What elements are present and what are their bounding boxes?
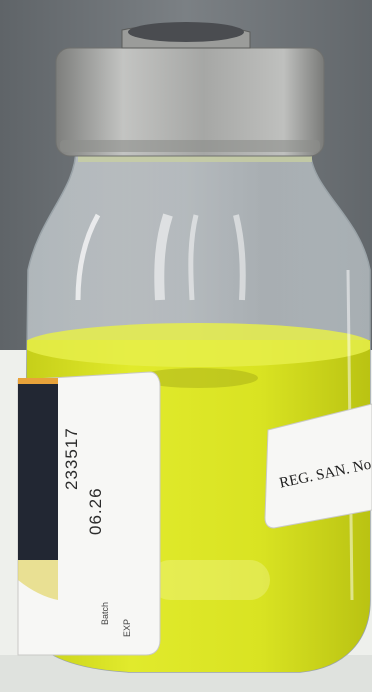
label-yellow-accent — [18, 560, 58, 600]
right-label-paper — [264, 403, 372, 529]
glass-highlight-left — [75, 213, 101, 301]
batch-number-text: 233517 — [62, 427, 81, 490]
batch-label-text: Batch — [100, 601, 110, 625]
liquid-shine — [150, 560, 270, 600]
liquid-meniscus-dark — [138, 368, 258, 388]
cap-body — [55, 47, 325, 157]
glass-highlight-right — [233, 214, 246, 301]
label-orange-stripe — [18, 378, 58, 384]
exp-date-text: 06.26 — [86, 487, 105, 535]
cap-rim — [60, 140, 320, 152]
glass-highlight-center — [154, 213, 173, 301]
glass-highlight-center2 — [188, 214, 199, 301]
exp-label-text: EXP — [122, 618, 132, 637]
label-dark-panel — [18, 384, 58, 560]
liquid-surface — [24, 323, 370, 367]
cap-seal — [128, 22, 244, 42]
